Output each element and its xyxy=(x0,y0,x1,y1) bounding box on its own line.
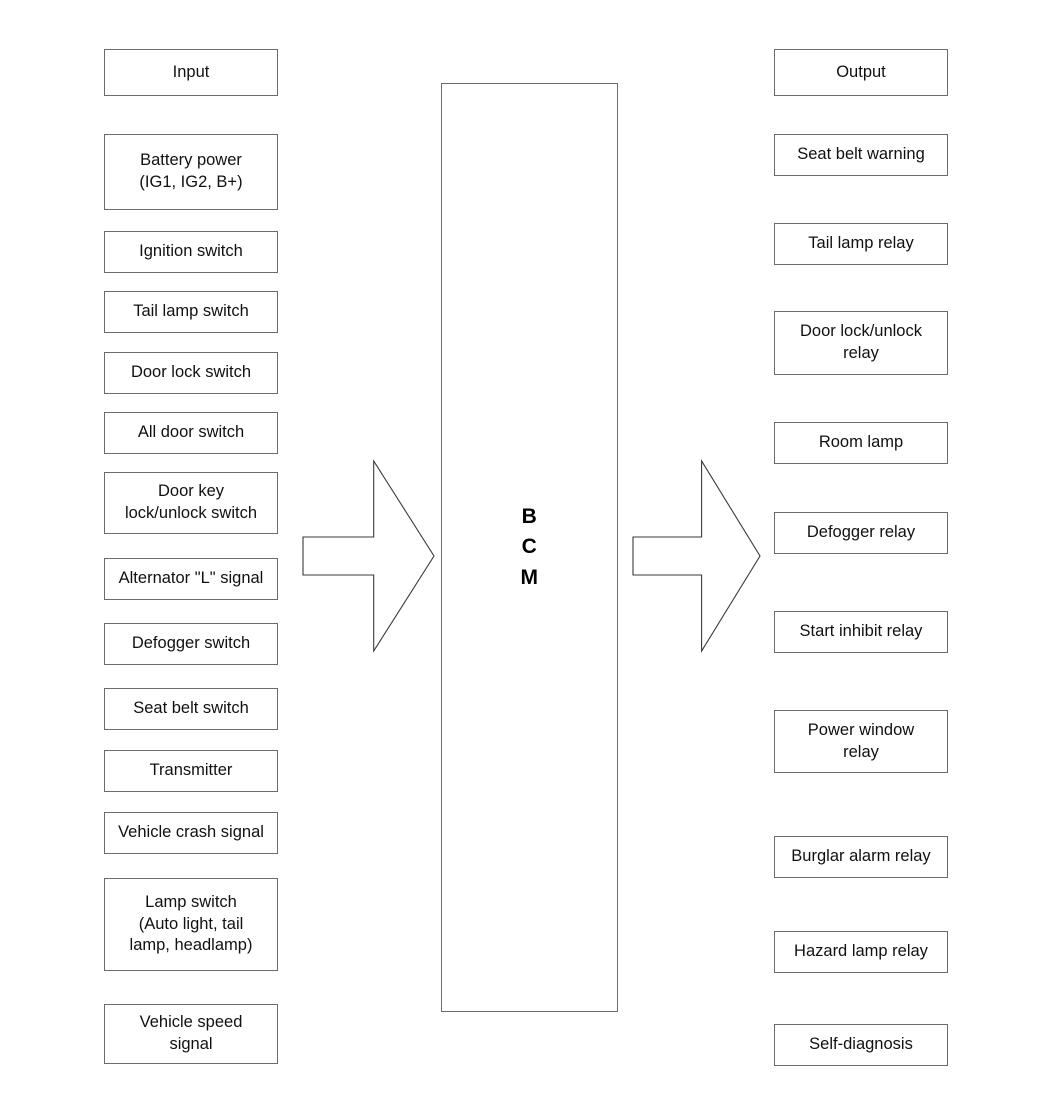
input-box-vehicle-crash-signal: Vehicle crash signal xyxy=(104,812,278,854)
output-box-self-diagnosis: Self-diagnosis xyxy=(774,1024,948,1066)
bcm-label: B C M xyxy=(520,504,539,589)
input-box-vehicle-speed-signal: Vehicle speed signal xyxy=(104,1004,278,1064)
output-box-defogger-relay: Defogger relay xyxy=(774,512,948,554)
input-box-alternator-l-signal: Alternator "L" signal xyxy=(104,558,278,600)
output-box-tail-lamp-relay: Tail lamp relay xyxy=(774,223,948,265)
output-arrow xyxy=(632,459,761,653)
input-box-door-key-lock-unlock-switch: Door key lock/unlock switch xyxy=(104,472,278,534)
input-box-defogger-switch: Defogger switch xyxy=(104,623,278,665)
input-arrow-shape xyxy=(302,459,435,653)
input-box-seat-belt-switch: Seat belt switch xyxy=(104,688,278,730)
input-box-tail-lamp-switch: Tail lamp switch xyxy=(104,291,278,333)
output-box-room-lamp: Room lamp xyxy=(774,422,948,464)
input-box-battery-power-ig1-ig2-b: Battery power (IG1, IG2, B+) xyxy=(104,134,278,210)
output-box-power-window-relay: Power window relay xyxy=(774,710,948,773)
input-box-lamp-switch-auto-light-tail-lamp-headlam: Lamp switch (Auto light, tail lamp, head… xyxy=(104,878,278,971)
input-header-box: Input xyxy=(104,49,278,96)
output-box-hazard-lamp-relay: Hazard lamp relay xyxy=(774,931,948,973)
input-box-transmitter: Transmitter xyxy=(104,750,278,792)
output-arrow-shape xyxy=(632,459,761,653)
input-box-ignition-switch: Ignition switch xyxy=(104,231,278,273)
output-box-start-inhibit-relay: Start inhibit relay xyxy=(774,611,948,653)
bcm-module-box: B C M xyxy=(441,83,618,1012)
output-box-seat-belt-warning: Seat belt warning xyxy=(774,134,948,176)
output-box-door-lock-unlock-relay: Door lock/unlock relay xyxy=(774,311,948,375)
input-arrow xyxy=(302,459,435,653)
output-header-box: Output xyxy=(774,49,948,96)
input-box-all-door-switch: All door switch xyxy=(104,412,278,454)
output-box-burglar-alarm-relay: Burglar alarm relay xyxy=(774,836,948,878)
input-box-door-lock-switch: Door lock switch xyxy=(104,352,278,394)
